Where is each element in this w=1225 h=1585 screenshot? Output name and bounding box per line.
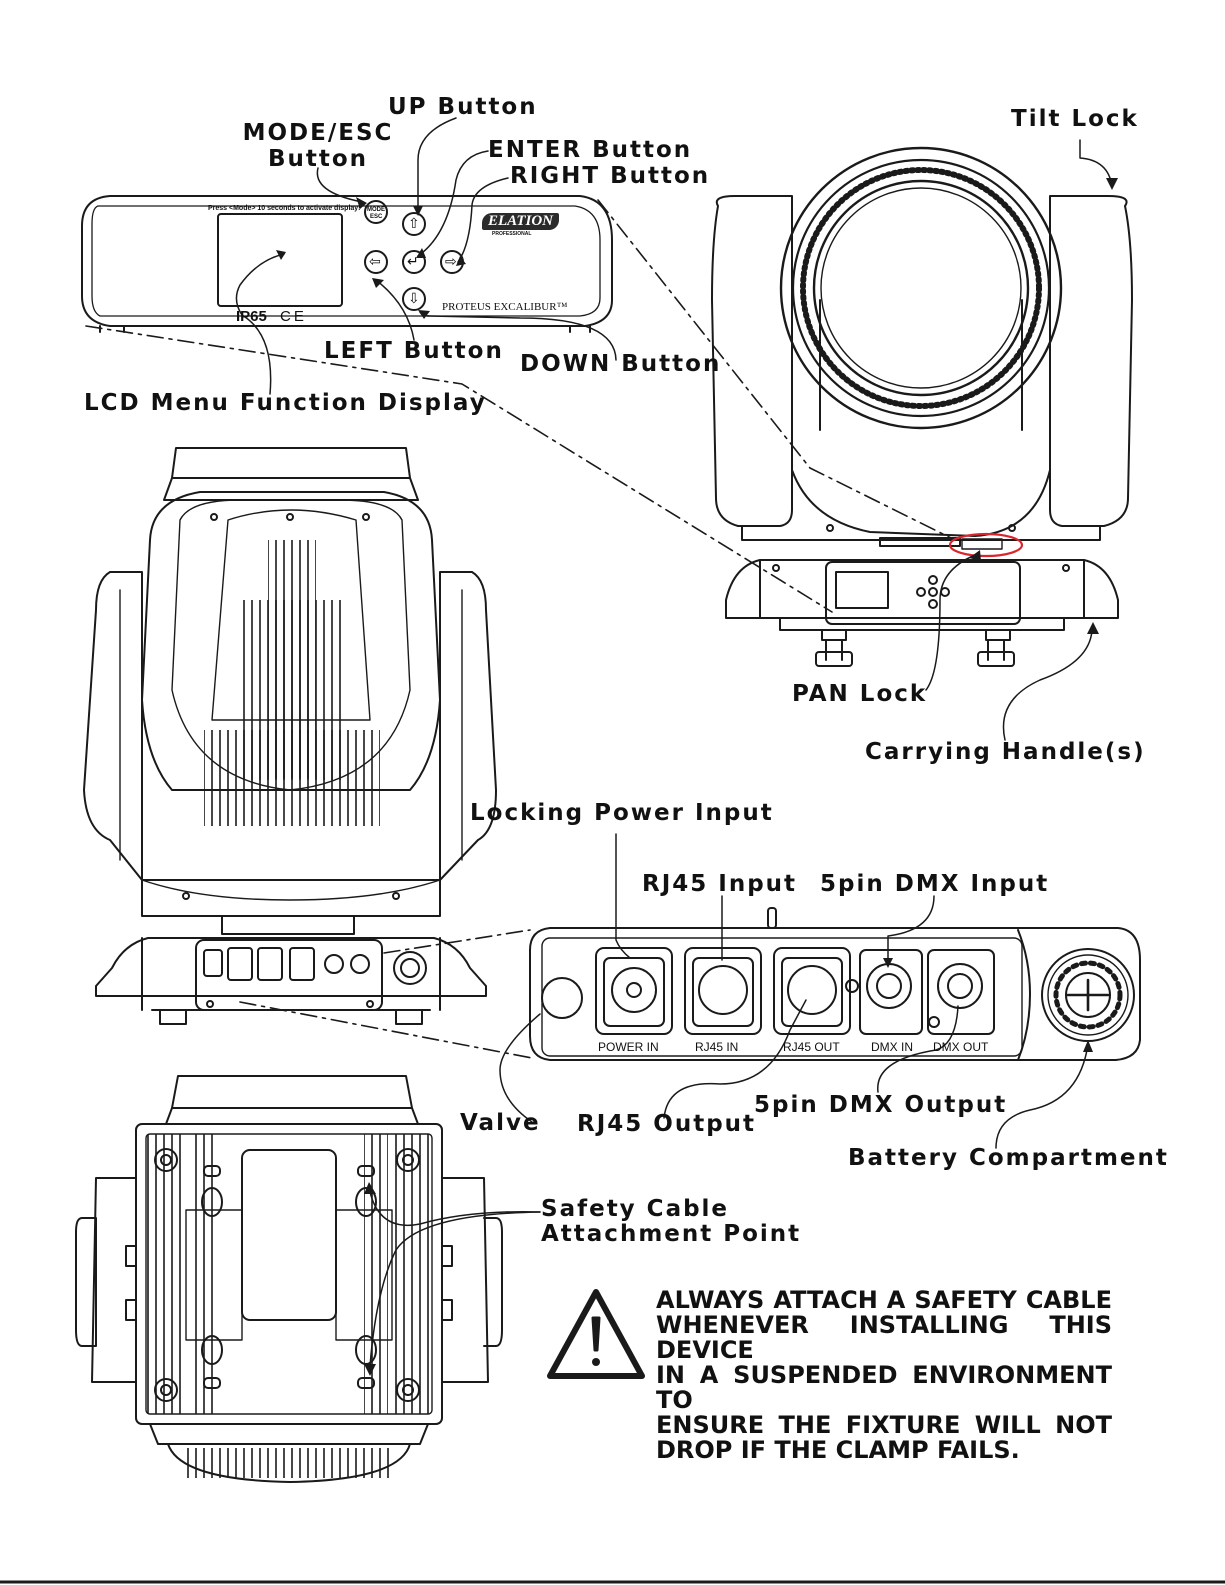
elation-professional-label: PROFESSIONAL <box>492 231 532 237</box>
safety-cable-label-line2: Attachment Point <box>541 1221 802 1247</box>
mode-esc-label-line1: MODE/ESC <box>242 120 394 146</box>
safety-warning-text: ALWAYS ATTACH A SAFETY CABLE WHENEVER IN… <box>656 1288 1112 1463</box>
rj45-in-label: RJ45 IN <box>695 1040 739 1054</box>
fixture-bottom-view <box>75 1075 503 1483</box>
warning-line: WHENEVER INSTALLING THIS DEVICE <box>656 1311 1112 1364</box>
activate-display-note: Press <Mode> 10 seconds to activate disp… <box>208 205 361 212</box>
left-button-label: LEFT Button <box>324 338 504 364</box>
lcd-display-label: LCD Menu Function Display <box>84 390 487 416</box>
warning-line: DROP IF THE CLAMP FAILS. <box>656 1436 1020 1464</box>
ip65-rating: IP65 <box>236 308 267 325</box>
dmx-output-label: 5pin DMX Output <box>754 1092 1008 1118</box>
enter-button <box>402 250 426 274</box>
mode-esc-button-label: MODE/ESC Button <box>236 120 400 172</box>
pan-lock-label: PAN Lock <box>792 681 928 707</box>
ce-mark: C E <box>280 308 304 325</box>
tilt-lock-label: Tilt Lock <box>1011 106 1139 132</box>
mode-esc-label-line2: Button <box>267 146 369 172</box>
pan-lock-highlight <box>948 532 1024 558</box>
carrying-handles-label: Carrying Handle(s) <box>865 739 1146 765</box>
locking-power-input-label: Locking Power Input <box>470 800 774 826</box>
elation-logo: ELATION <box>482 213 560 230</box>
warning-line: ALWAYS ATTACH A SAFETY CABLE <box>656 1286 1112 1314</box>
dmx-out-label: DMX OUT <box>933 1040 989 1054</box>
valve <box>541 977 583 1019</box>
safety-cable-label-line1: Safety Cable <box>541 1196 730 1222</box>
connector-panel-closeup <box>529 907 1141 1061</box>
enter-arrow-icon: ↵ <box>407 254 419 270</box>
rj45-input-label: RJ45 Input <box>642 871 798 897</box>
up-button <box>402 212 426 236</box>
model-name: PROTEUS EXCALIBUR™ <box>442 301 568 313</box>
down-button <box>402 287 426 311</box>
left-button <box>364 250 388 274</box>
fixture-rear-view <box>83 447 497 1025</box>
battery-compartment-label: Battery Compartment <box>848 1145 1169 1171</box>
dmx-input-label: 5pin DMX Input <box>820 871 1050 897</box>
warning-triangle-icon <box>547 1289 645 1379</box>
enter-button-label: ENTER Button <box>488 137 693 163</box>
lcd-display-screen <box>217 213 343 307</box>
warning-line: ENSURE THE FIXTURE WILL NOT <box>656 1411 1112 1439</box>
right-arrow-icon: ⇨ <box>445 254 457 270</box>
power-in-label: POWER IN <box>598 1040 659 1054</box>
fixture-front-view <box>711 146 1133 667</box>
rj45-output-label: RJ45 Output <box>577 1111 757 1137</box>
right-button-label: RIGHT Button <box>510 163 711 189</box>
mode-key-label: MODE <box>367 207 385 213</box>
rj45-out-label: RJ45 OUT <box>783 1040 840 1054</box>
valve-label: Valve <box>460 1110 541 1136</box>
down-button-label: DOWN Button <box>520 351 722 377</box>
up-arrow-icon: ⇧ <box>408 216 420 232</box>
up-button-label: UP Button <box>388 94 538 120</box>
mode-esc-button <box>364 200 388 224</box>
warning-line: IN A SUSPENDED ENVIRONMENT TO <box>656 1361 1112 1414</box>
down-arrow-icon: ⇩ <box>408 291 420 307</box>
esc-key-label: ESC <box>370 214 383 220</box>
dmx-in-label: DMX IN <box>871 1040 913 1054</box>
left-arrow-icon: ⇦ <box>369 254 381 270</box>
